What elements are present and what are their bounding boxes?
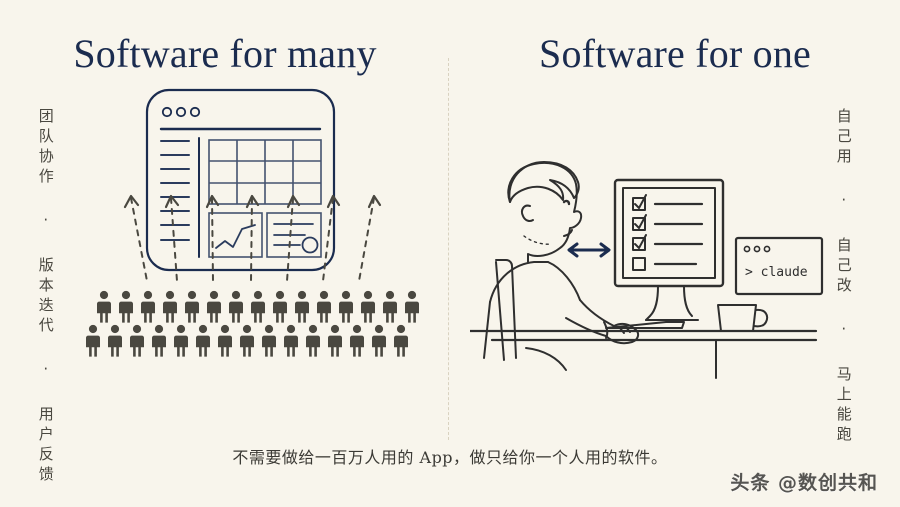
dashboard-window-frame	[145, 88, 336, 272]
keyboard	[605, 321, 685, 329]
person-mouth	[563, 229, 573, 237]
terminal-window: > claude	[734, 236, 824, 296]
sidebar-lines	[160, 140, 190, 241]
person-head	[507, 162, 583, 263]
chair-back	[495, 259, 517, 359]
dashboard-illustration	[85, 85, 435, 425]
person-body	[489, 261, 549, 303]
people-row-2	[86, 324, 408, 357]
window-dot-3	[189, 106, 201, 118]
checklist-box-3	[632, 237, 646, 251]
mug-handle	[753, 308, 769, 328]
left-panel-title: Software for many	[73, 31, 377, 76]
right-vertical-caption: 自己用 · 自己改 · 马上能跑	[834, 108, 853, 446]
monitor-screen	[622, 187, 716, 279]
feedback-arrows	[130, 197, 375, 282]
dashboard-stats-panel	[266, 212, 322, 258]
feedback-arrowheads	[123, 194, 382, 209]
check-mark-2	[634, 214, 647, 229]
window-dot-2	[175, 106, 187, 118]
person-hair	[508, 161, 580, 203]
terminal-dot-3	[763, 245, 771, 253]
mug-body	[717, 304, 757, 332]
monitor-frame	[613, 178, 725, 288]
person-ear	[520, 204, 534, 222]
checklist-box-2	[632, 217, 646, 231]
monitor-stand	[645, 285, 659, 321]
window-dot-1	[161, 106, 173, 118]
dashboard-chart-panel	[208, 212, 263, 258]
people-row-1	[97, 290, 419, 323]
bidirectional-arrow-icon	[567, 242, 611, 258]
panel-divider	[448, 58, 449, 440]
left-vertical-caption: 团队协作 · 版本迭代 · 用户反馈	[36, 108, 55, 486]
terminal-dot-2	[753, 245, 761, 253]
person-hand	[605, 322, 640, 345]
watermark: 头条 @数创共和	[730, 472, 878, 494]
footer-caption: 不需要做给一百万人用的 App，做只给你一个人用的软件。	[232, 448, 668, 467]
check-mark-1	[634, 194, 647, 209]
terminal-dot-1	[743, 245, 751, 253]
person-eye	[562, 199, 571, 206]
dashboard-table-grid	[208, 139, 322, 205]
checklist-box-1	[632, 197, 646, 211]
person-arm	[579, 299, 615, 327]
terminal-prompt-text: > claude	[745, 265, 808, 280]
checklist-box-4	[632, 257, 646, 271]
person-at-desk-illustration: > claude	[470, 150, 840, 410]
monitor-checklist	[632, 194, 704, 271]
right-panel-title: Software for one	[539, 31, 811, 76]
check-mark-3	[634, 234, 647, 249]
